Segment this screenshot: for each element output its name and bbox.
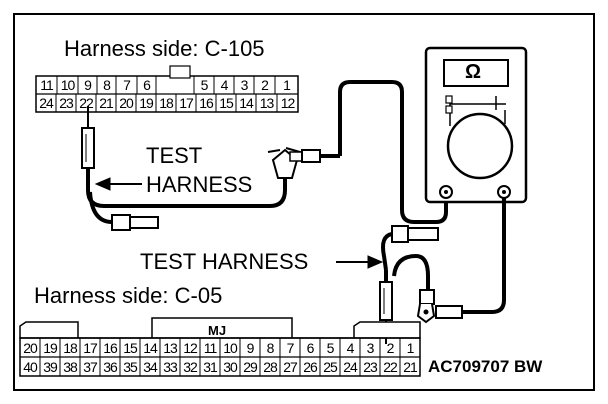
- connector-tag-mj: MJ: [208, 323, 227, 338]
- ohm-symbol: Ω: [465, 61, 482, 83]
- lower-pin-label: 30: [223, 359, 238, 375]
- lower-pin-label: 24: [343, 359, 358, 375]
- lower-pin-label: 8: [266, 340, 275, 356]
- upper-pin-label: 8: [103, 77, 111, 93]
- upper-pin-label: 10: [60, 77, 76, 93]
- lower-pin-label: 27: [283, 359, 298, 375]
- upper-pin-label: 4: [220, 77, 229, 93]
- upper-pin-label: 11: [40, 77, 54, 93]
- lower-pin-label: 35: [123, 359, 138, 375]
- cable-upper-to-meter: [338, 80, 448, 224]
- upper-pin-label: 1: [283, 77, 291, 93]
- upper-pin-label: 20: [119, 95, 134, 111]
- upper-pin-label: 15: [219, 95, 234, 111]
- upper-pin-label: 12: [280, 95, 296, 111]
- lower-pin-label: 39: [43, 359, 58, 375]
- lower-pin-label: 21: [403, 359, 418, 375]
- figure-code: AC709707 BW: [428, 357, 543, 376]
- lower-pin-label: 16: [103, 340, 118, 356]
- lower-pin-label: 33: [163, 359, 178, 375]
- upper-connector-c105: [35, 65, 299, 113]
- lower-pin-label: 31: [203, 359, 218, 375]
- upper-connector-title: Harness side: C-105: [64, 36, 265, 61]
- upper-pin-label: 16: [199, 95, 214, 111]
- alligator-clip-lower: [416, 289, 463, 324]
- lower-pin-label: 18: [63, 340, 78, 356]
- lower-connector-c05: [19, 317, 421, 377]
- lower-pin-label: 38: [63, 359, 78, 375]
- upper-pin-label: 14: [239, 95, 254, 111]
- connector-key: [169, 65, 191, 79]
- diagram-frame: [13, 13, 595, 391]
- lower-pin-label: 25: [323, 359, 338, 375]
- lower-pin-label: 26: [303, 359, 318, 375]
- lower-pin-label: 17: [83, 340, 98, 356]
- lower-pin-label: 6: [306, 340, 315, 356]
- lower-pin-label: 23: [363, 359, 378, 375]
- lower-pin-label: 20: [23, 340, 38, 356]
- upper-pin-label: 5: [200, 77, 209, 93]
- upper-pin-label: 7: [123, 77, 131, 93]
- lower-pin-label: 40: [23, 359, 38, 375]
- lower-pin-label: 2: [386, 340, 395, 356]
- lower-test-harness-upper-plug: [381, 225, 439, 271]
- lower-pin-label: 9: [246, 340, 255, 356]
- lower-pin-label: 5: [326, 340, 335, 356]
- upper-pin-label: 3: [240, 77, 249, 93]
- lower-pin-label: 34: [143, 359, 158, 375]
- lower-pin-label: 15: [123, 340, 138, 356]
- lower-pin-label: 19: [43, 340, 58, 356]
- lower-pin-label: 10: [223, 340, 238, 356]
- upper-pin-label: 13: [259, 95, 275, 111]
- test-harness-upper-line1: TEST: [146, 143, 203, 168]
- lower-pin-label: 3: [366, 340, 375, 356]
- lower-pin-label: 29: [243, 359, 258, 375]
- test-harness-lower: TEST HARNESS: [140, 249, 309, 274]
- upper-pin-label: 23: [59, 95, 74, 111]
- lower-pin-label: 13: [163, 340, 178, 356]
- lower-pin-label: 11: [203, 340, 218, 356]
- lower-pin-label: 12: [183, 340, 198, 356]
- lower-pin-label: 1: [406, 340, 415, 356]
- upper-pin-label: 22: [79, 95, 94, 111]
- upper-pin-label: 17: [179, 95, 194, 111]
- upper-pin-label: 2: [261, 77, 269, 93]
- upper-pin-label: 24: [39, 95, 54, 111]
- upper-pin-label: 18: [159, 95, 174, 111]
- arrow-test-harness-upper: [94, 177, 142, 191]
- alligator-clip-upper: [267, 147, 340, 179]
- arrow-test-harness-lower: [336, 255, 384, 269]
- upper-branch-plug: [88, 191, 159, 231]
- lower-pin-label: 36: [103, 359, 118, 375]
- lower-pin-label: 32: [183, 359, 198, 375]
- upper-pin-label: 6: [143, 77, 151, 93]
- upper-pin-label: 9: [84, 77, 92, 93]
- cable-meter-to-lower: [462, 198, 506, 314]
- lower-pin-label: 22: [383, 359, 398, 375]
- lower-loop-cable: [392, 253, 430, 290]
- lower-pin-label: 37: [83, 359, 98, 375]
- multimeter: [424, 46, 528, 204]
- lower-pin-label: 28: [263, 359, 278, 375]
- lower-pin-label: 7: [286, 340, 295, 356]
- upper-pin-label: 19: [139, 95, 154, 111]
- meter-dial: [446, 112, 514, 180]
- test-harness-upper-line2: HARNESS: [146, 172, 253, 197]
- upper-pin-label: 21: [99, 95, 114, 111]
- lower-pin-label: 14: [143, 340, 158, 356]
- lower-probe: [379, 270, 393, 344]
- lower-connector-title: Harness side: C-05: [34, 283, 223, 308]
- meter-display: [443, 59, 509, 87]
- lower-pin-label: 4: [346, 340, 355, 356]
